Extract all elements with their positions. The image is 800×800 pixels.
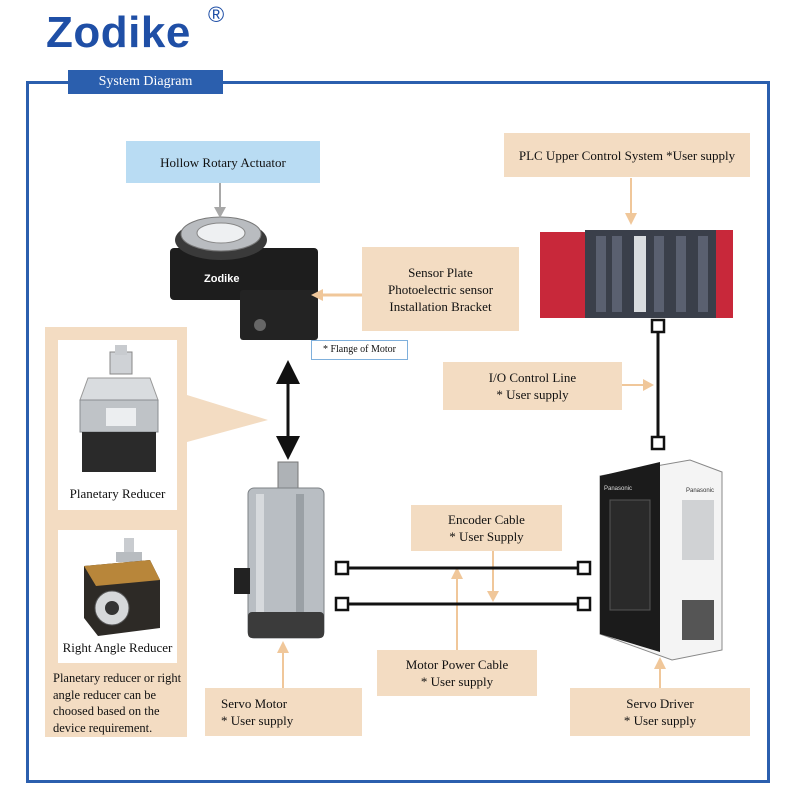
power-line-2: * User supply bbox=[420, 674, 494, 689]
hollow-rotary-label: Hollow Rotary Actuator bbox=[126, 141, 320, 183]
io-terminal-bottom bbox=[650, 435, 666, 451]
plc-text: PLC Upper Control System *User supply bbox=[518, 147, 736, 163]
servo-driver-label: Servo Driver * User supply bbox=[570, 688, 750, 736]
servo-driver-image: Panasonic Panasonic bbox=[599, 459, 723, 661]
io-terminal-top bbox=[650, 318, 666, 334]
system-diagram-tab: System Diagram bbox=[68, 70, 223, 94]
servo-motor-line-2: * User supply bbox=[221, 713, 294, 728]
planetary-reducer-caption: Planetary Reducer bbox=[69, 486, 166, 501]
driver-brand-left: Panasonic bbox=[604, 486, 632, 492]
power-line-1: Motor Power Cable bbox=[405, 657, 509, 672]
reducer-note: Planetary reducer or right angle reducer… bbox=[53, 671, 182, 735]
io-line-2: * User supply bbox=[496, 387, 569, 402]
driver-brand-right: Panasonic bbox=[686, 488, 714, 494]
encoder-line-2: * User Supply bbox=[449, 529, 524, 544]
hollow-rotary-actuator-image: Zodike bbox=[170, 216, 318, 340]
plc-image bbox=[540, 230, 733, 318]
sensor-bracket-label: Sensor Plate Photoelectric sensor Instal… bbox=[362, 247, 519, 331]
servo-driver-line-2: * User supply bbox=[623, 713, 697, 728]
io-line-1: I/O Control Line bbox=[488, 370, 577, 385]
actuator-brand-text: Zodike bbox=[204, 273, 239, 285]
planetary-reducer-image bbox=[79, 345, 159, 472]
arrow-servo-motor-label bbox=[277, 641, 289, 653]
arrow-plc-label bbox=[625, 213, 637, 225]
arrow-hollow-to-actuator bbox=[214, 207, 226, 218]
brand-logo: Zodike bbox=[46, 8, 191, 57]
servo-motor-label: Servo Motor * User supply bbox=[205, 688, 362, 736]
encoder-cable-label: Encoder Cable * User Supply bbox=[411, 505, 562, 551]
servo-driver-line-1: Servo Driver bbox=[626, 696, 694, 711]
arrow-io-label bbox=[643, 379, 654, 391]
arrow-power-label bbox=[451, 567, 463, 579]
hollow-rotary-text: Hollow Rotary Actuator bbox=[160, 154, 286, 170]
right-angle-reducer-image bbox=[84, 538, 160, 636]
flange-of-motor-tag: * Flange of Motor bbox=[311, 340, 408, 360]
diagram-frame bbox=[26, 81, 770, 783]
servo-motor-image bbox=[234, 461, 325, 639]
arrow-encoder-label bbox=[487, 591, 499, 602]
reducer-callout-wedge bbox=[187, 395, 268, 442]
encoder-line-1: Encoder Cable bbox=[448, 512, 525, 527]
motor-power-cable-label: Motor Power Cable * User supply bbox=[377, 650, 537, 696]
right-angle-reducer-caption: Right Angle Reducer bbox=[62, 640, 173, 655]
sensor-line-1: Sensor Plate bbox=[408, 264, 473, 280]
sensor-line-2: Photoelectric sensor bbox=[387, 281, 494, 297]
servo-motor-line-1: Servo Motor bbox=[221, 696, 288, 711]
arrow-sensor-label bbox=[311, 289, 323, 301]
arrow-servo-driver-label bbox=[654, 657, 666, 669]
sensor-line-3: Installation Bracket bbox=[389, 298, 492, 314]
registered-mark: ® bbox=[208, 2, 225, 27]
io-control-label: I/O Control Line * User supply bbox=[443, 362, 622, 410]
plc-label: PLC Upper Control System *User supply bbox=[504, 133, 750, 177]
